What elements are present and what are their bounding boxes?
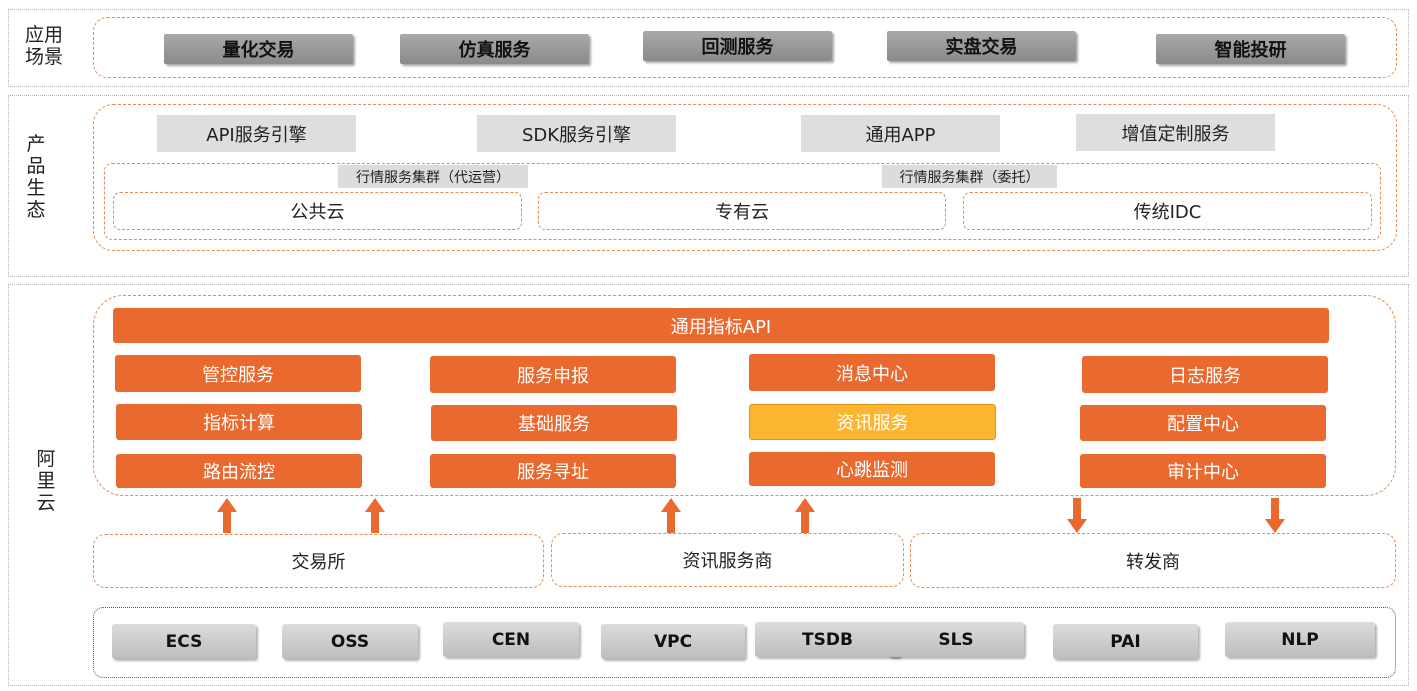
product-api-engine: API服务引擎 [157,115,356,152]
source-forwarder: 转发商 [910,533,1396,588]
infra-cen: CEN [443,622,579,657]
general-indicator-api: 通用指标API [113,308,1329,343]
infra-pai: PAI [1053,624,1198,659]
service-basic: 基础服务 [431,405,677,441]
product-custom-service: 增值定制服务 [1076,114,1275,151]
deployment-traditional-idc: 传统IDC [963,192,1372,230]
infra-oss: OSS [282,624,418,659]
service-log: 日志服务 [1082,356,1328,393]
scenarios-layer-label: 应用场景 [14,24,74,68]
service-message-center: 消息中心 [749,354,995,391]
infra-ecs: ECS [112,624,256,659]
infrastructure-frame [93,607,1396,678]
source-news-provider: 资讯服务商 [551,533,904,587]
service-declaration: 服务申报 [430,356,676,393]
scenario-smart-research: 智能投研 [1156,34,1345,64]
product-sdk-engine: SDK服务引擎 [477,115,676,152]
ecosystem-frame [93,104,1397,251]
ecosystem-layer-label: 产品生态 [24,133,48,221]
deployment-private-cloud: 专有云 [538,192,946,230]
scenario-live-trading: 实盘交易 [887,31,1076,61]
scenarios-frame [93,17,1397,78]
cluster-managed-tag: 行情服务集群（代运营） [338,165,528,188]
infra-sls: SLS [888,622,1024,657]
service-control: 管控服务 [115,355,361,392]
ecosystem-layer-text: 产品生态 [26,133,46,221]
service-routing: 路由流控 [116,454,362,488]
cluster-frame [104,163,1381,240]
arrow-down-icon [1067,498,1087,533]
scenarios-layer-text: 应用场景 [24,24,63,68]
service-audit-center: 审计中心 [1080,454,1326,488]
scenario-backtest: 回测服务 [643,31,832,61]
service-indicator-calc: 指标计算 [116,404,362,440]
product-general-app: 通用APP [801,115,1000,152]
arrow-up-icon [217,498,237,533]
infra-tsdb: TSDB [755,622,900,657]
deployment-public-cloud: 公共云 [113,192,522,230]
aliyun-layer-text: 阿里云 [36,448,56,514]
core-services-frame [93,295,1396,496]
arrow-up-icon [795,498,815,533]
infra-vpc: VPC [601,624,745,659]
arrow-down-icon [1265,498,1285,533]
cluster-entrusted-tag: 行情服务集群（委托） [882,165,1057,188]
arrow-up-icon [661,498,681,533]
aliyun-layer-label: 阿里云 [34,448,58,514]
scenario-simulation: 仿真服务 [400,34,589,64]
service-config-center: 配置中心 [1080,405,1326,441]
service-heartbeat: 心跳监测 [749,452,995,486]
infra-nlp: NLP [1225,622,1375,657]
arrow-up-icon [365,498,385,533]
source-exchange: 交易所 [93,534,544,588]
service-news: 资讯服务 [749,404,996,440]
scenario-quant-trading: 量化交易 [164,34,353,64]
service-addressing: 服务寻址 [430,454,676,488]
